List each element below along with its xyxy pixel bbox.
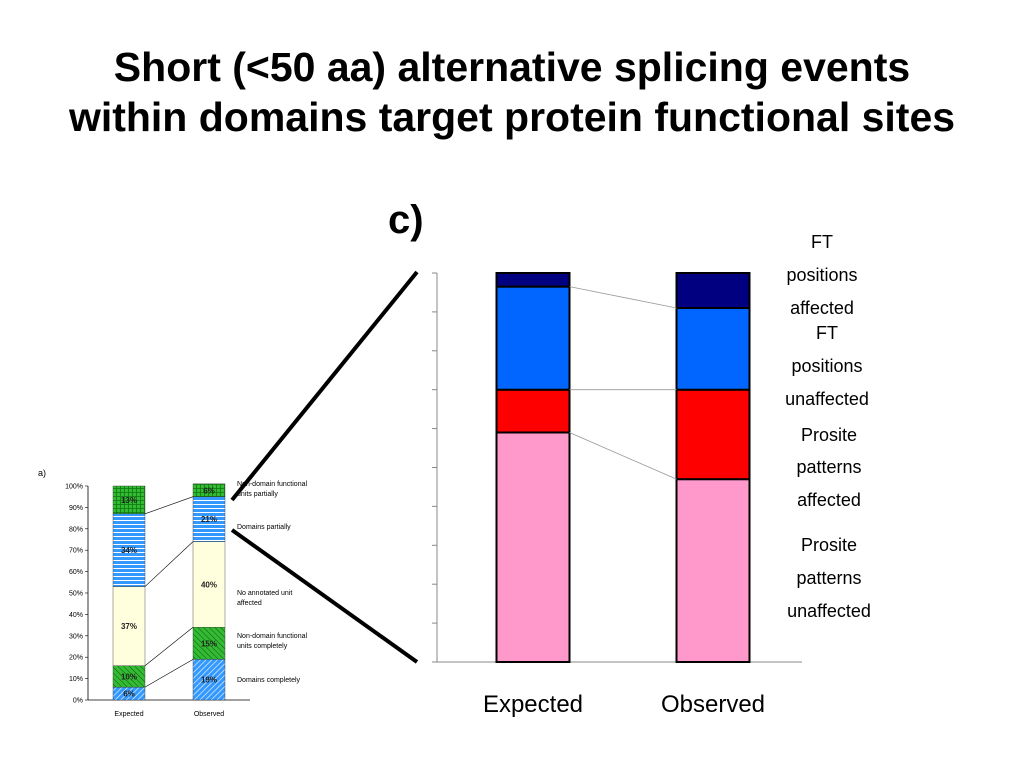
panel-c-series-label-line: affected — [797, 490, 861, 510]
panel-a-data-label: 40% — [201, 580, 217, 589]
panel-a-category-label: Expected — [114, 711, 143, 718]
panel-a-data-label: 19% — [201, 676, 217, 685]
panel-c-series-label-line: unaffected — [787, 601, 871, 621]
panel-a-y-tick-label: 40% — [69, 612, 83, 619]
panel-a-legend-line: units completely — [237, 643, 288, 650]
panel-c-series-label-line: affected — [790, 298, 854, 318]
panel-c-bar-segment — [675, 272, 751, 310]
panel-a-data-label: 37% — [121, 622, 137, 631]
panel-c-series-label: Prosite patterns unaffected — [787, 535, 871, 621]
panel-a-label: a) — [38, 468, 46, 478]
panel-c-bar-segment — [675, 478, 751, 664]
slide-title-line-1: Short (<50 aa) alternative splicing even… — [113, 44, 911, 90]
panel-a-data-label: 34% — [121, 546, 137, 555]
panel-a-data-label: 15% — [201, 639, 217, 648]
panel-c-series-label-line: FT — [816, 323, 838, 343]
panel-c-label: c) — [388, 198, 424, 242]
panel-a-data-label: 13% — [121, 496, 137, 505]
panel-c-category-label: Observed — [661, 691, 765, 718]
panel-a-bar-segment — [192, 483, 226, 497]
panel-a-series-connector — [144, 541, 194, 587]
panel-c-series-label: FT positions unaffected — [785, 323, 869, 409]
panel-a-y-tick-label: 30% — [69, 633, 83, 640]
panel-c-bar-segment — [495, 388, 571, 434]
panel-a-y-tick-label: 50% — [69, 591, 83, 598]
panel-c-series-label-line: positions — [786, 265, 857, 285]
panel-c-series-label-line: Prosite — [801, 425, 857, 445]
panel-a-bar-segment — [112, 513, 146, 587]
panel-a-legend-entry: Non-domain functional units partially — [237, 481, 307, 498]
panel-c-series-label-line: patterns — [796, 457, 861, 477]
panel-a-series-connector — [144, 659, 194, 688]
panel-a-y-tick-label: 100% — [65, 484, 83, 491]
panel-a-chart: a) 0% 10% 20% 30% 40% 50% 60% 70% 80% 90% 100% 6% 10%… — [38, 468, 307, 718]
panel-c-series-connector — [569, 286, 677, 309]
panel-a-legend-entry: Domains partially — [237, 524, 291, 531]
panel-c-bar-segment — [675, 388, 751, 481]
panel-a-legend-line: Non-domain functional — [237, 481, 307, 488]
panel-a-y-tick-label: 80% — [69, 526, 83, 533]
panel-c-category-label: Expected — [483, 691, 583, 718]
panel-c-series-label-line: positions — [791, 356, 862, 376]
panel-a-y-tick-label: 90% — [69, 505, 83, 512]
panel-a-series-connector — [144, 627, 194, 666]
panel-a-legend-line: Non-domain functional — [237, 633, 307, 640]
panel-a-y-tick-label: 70% — [69, 548, 83, 555]
panel-a-bar-segment — [192, 627, 226, 660]
slide-title: Short (<50 aa) alternative splicing even… — [0, 42, 1024, 142]
panel-c-series-label-line: patterns — [796, 568, 861, 588]
panel-a-y-tick-label: 10% — [69, 676, 83, 683]
panel-a-y-tick-label: 60% — [69, 569, 83, 576]
panel-a-y-tick-label: 0% — [73, 698, 83, 705]
panel-a-bar-segment — [112, 586, 146, 666]
panel-c-bar-segment — [495, 285, 571, 391]
panel-a-legend-entry: No annotated unit affected — [237, 590, 292, 607]
panel-c-series-connector — [569, 432, 677, 480]
zoom-line-top — [230, 270, 419, 502]
panel-a-bar-segment — [112, 485, 146, 515]
panel-a-data-label: 6% — [203, 486, 215, 495]
panel-c-series-label-line: FT — [811, 232, 833, 252]
panel-a-y-tick-label: 20% — [69, 655, 83, 662]
panel-a-legend-entry: Non-domain functional units completely — [237, 633, 307, 650]
panel-a-data-label: 10% — [121, 672, 137, 681]
panel-a-legend-line: Domains partially — [237, 524, 291, 531]
zoom-line-bottom — [230, 528, 419, 664]
zoom-connector-lines — [230, 270, 419, 664]
panel-a-legend-line: No annotated unit — [237, 590, 292, 597]
panel-c-series-label: Prosite patterns affected — [796, 425, 861, 510]
slide-title-line-2: within domains target protein functional… — [68, 94, 956, 140]
panel-a-series-connector — [144, 496, 194, 515]
panel-c-bar-segment — [675, 307, 751, 391]
panel-a-legend-line: units partially — [237, 491, 278, 498]
panel-c-series-label-line: unaffected — [785, 389, 869, 409]
panel-c-series-label: FT positions affected — [786, 232, 857, 318]
panel-a-category-label: Observed — [194, 711, 224, 718]
panel-c-bar-segment — [495, 431, 571, 663]
panel-a-data-label: 21% — [201, 515, 217, 524]
panel-a-legend-entry: Domains completely — [237, 677, 301, 684]
panel-a-data-label: 6% — [123, 690, 135, 699]
panel-c-bar-segment — [495, 272, 571, 288]
panel-a-bar-segment — [192, 541, 226, 628]
panel-c-series-label-line: Prosite — [801, 535, 857, 555]
panel-a-bar-segment — [192, 496, 226, 542]
panel-a-legend-line: Domains completely — [237, 677, 301, 684]
panel-a-legend-line: affected — [237, 600, 262, 607]
